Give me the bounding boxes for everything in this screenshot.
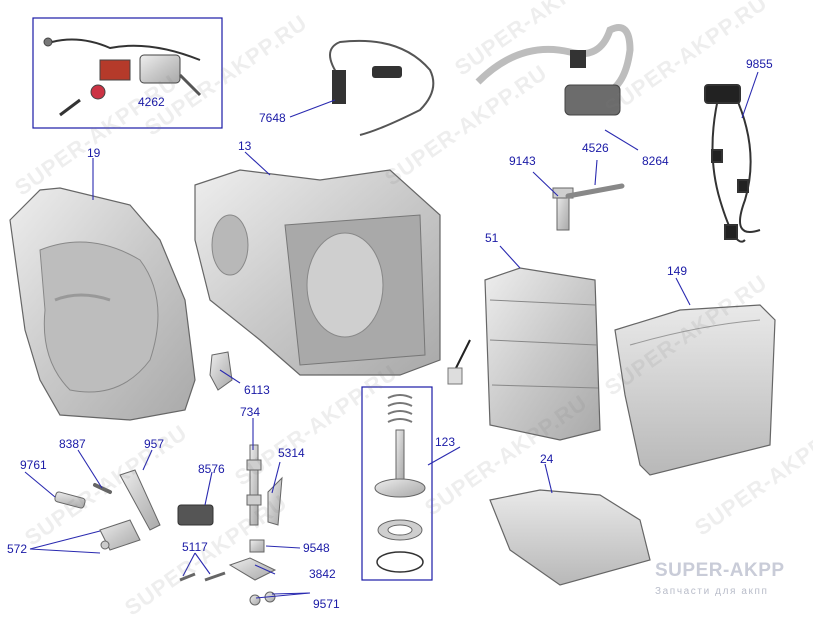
callout-572: 572	[7, 542, 28, 556]
callout-19: 19	[87, 146, 101, 160]
range-sensor-harness-8264-part	[475, 24, 634, 116]
callout-5314: 5314	[278, 446, 305, 460]
group-box-123	[361, 386, 433, 581]
solenoid-8576-part	[177, 504, 214, 526]
pin-8387-part	[93, 483, 112, 494]
callout-8264: 8264	[642, 154, 669, 168]
speed-sensor-7648-part	[329, 39, 435, 136]
spring-5314-part	[267, 476, 283, 526]
callout-9143: 9143	[509, 154, 536, 168]
callout-8576: 8576	[198, 462, 225, 476]
parking-pawl-572-part	[99, 519, 141, 551]
nuts-9571-part	[249, 591, 276, 606]
pin-4526-part	[565, 183, 625, 199]
callout-24: 24	[540, 452, 554, 466]
bolts-5117-part	[179, 571, 226, 582]
sensor-group-4262-part	[43, 37, 202, 117]
callout-9548: 9548	[303, 541, 330, 555]
callout-4526: 4526	[582, 141, 609, 155]
callout-734: 734	[240, 405, 261, 419]
brand-tagline: Запчасти для акпп	[655, 586, 769, 597]
callout-51: 51	[485, 231, 499, 245]
valve-body-51-part	[447, 267, 601, 441]
oil-pan-149-part	[614, 304, 776, 476]
callout-4262: 4262	[138, 95, 165, 109]
group-box-4262	[32, 17, 223, 129]
sleeve-9761-part	[54, 491, 86, 509]
accumulator-123-part	[374, 394, 426, 573]
callout-5117: 5117	[182, 540, 208, 554]
callout-8387: 8387	[59, 437, 86, 451]
callout-957: 957	[144, 437, 165, 451]
callout-13: 13	[238, 139, 252, 153]
callout-149: 149	[667, 264, 688, 278]
transmission-case-19-part	[9, 187, 196, 421]
callout-9855: 9855	[746, 57, 773, 71]
leader-lines	[24, 71, 759, 599]
wiring-harness-9855-part	[704, 84, 761, 243]
shift-lever-9143-part	[552, 187, 574, 231]
lever-957-part	[119, 469, 161, 531]
callout-9761: 9761	[20, 458, 47, 472]
pan-24-part	[489, 489, 651, 586]
callout-6113: 6113	[244, 383, 270, 397]
callout-123: 123	[435, 435, 456, 449]
callout-9571: 9571	[313, 597, 340, 611]
transaxle-housing-13-part	[194, 169, 441, 376]
brand-logo: SUPER-AKPP	[655, 560, 785, 581]
manual-valve-shaft-734-part	[246, 444, 262, 526]
bracket-3842-part	[228, 557, 277, 581]
bushing-9548-part	[249, 539, 265, 553]
callout-7648: 7648	[259, 111, 286, 125]
callout-3842: 3842	[309, 567, 336, 581]
